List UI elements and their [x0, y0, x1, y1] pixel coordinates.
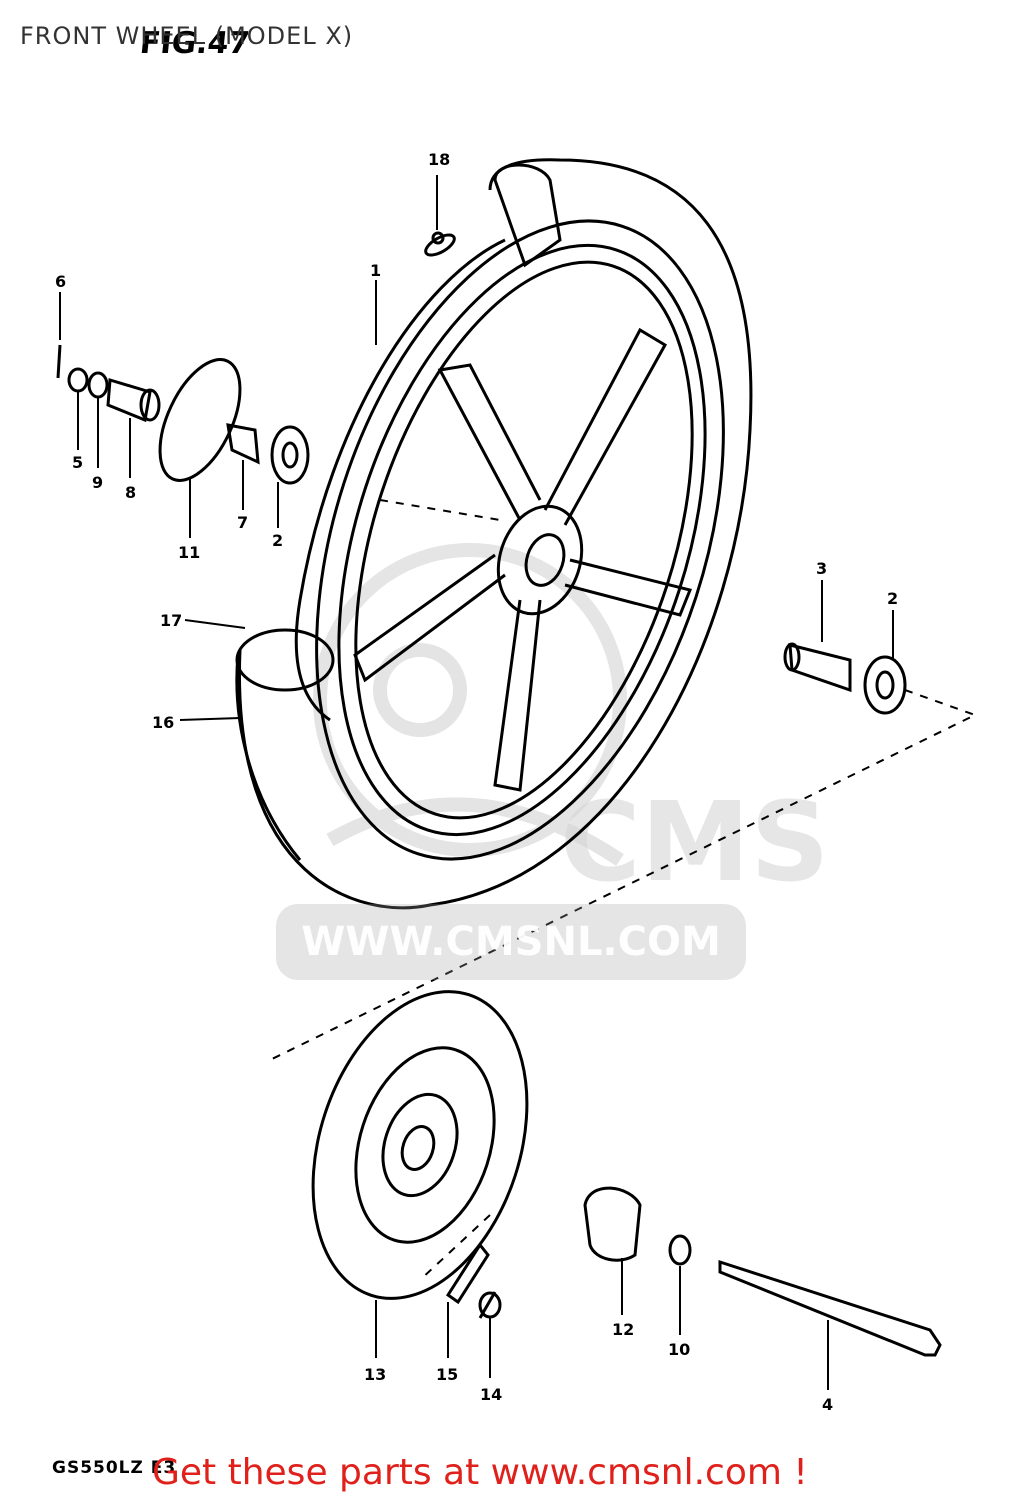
nut-5 — [67, 367, 89, 393]
assembly-lines — [269, 499, 978, 1281]
lock-washer-15 — [445, 1242, 490, 1305]
callout-16: 16 — [152, 713, 174, 732]
page-title: FRONT WHEEL (MODEL X) — [20, 22, 354, 50]
spacer-3 — [788, 643, 852, 693]
callout-5: 5 — [72, 453, 83, 472]
bolt-head-14 — [478, 1291, 502, 1319]
front-wheel-assembly — [235, 158, 753, 910]
wheel-hub — [496, 504, 584, 616]
callout-11: 11 — [178, 543, 200, 562]
callout-2-right: 2 — [887, 589, 898, 608]
bearing-2-left — [270, 425, 310, 485]
promo-link[interactable]: Get these parts at www.cmsnl.com ! — [152, 1452, 808, 1493]
left-hub-parts — [56, 344, 310, 485]
cotter-pin — [56, 344, 62, 379]
callout-numbers: 18 1 6 5 9 8 11 7 2 3 2 17 16 13 15 14 1… — [55, 150, 898, 1414]
washer-9 — [87, 371, 109, 399]
wheel-spokes — [353, 327, 693, 792]
callout-10: 10 — [668, 1340, 690, 1359]
callout-1: 1 — [370, 261, 381, 280]
right-hub-parts — [783, 642, 907, 715]
callout-13: 13 — [364, 1365, 386, 1384]
callout-3: 3 — [816, 559, 827, 578]
tyre-valve — [424, 231, 456, 257]
tyre-outline — [238, 158, 753, 910]
disc-fasteners — [445, 1242, 502, 1319]
bearing-2-right — [863, 655, 907, 715]
washer-10 — [668, 1234, 692, 1266]
spacer-7 — [226, 423, 260, 465]
callout-8: 8 — [125, 483, 136, 502]
axle-nut-cover-12 — [583, 1186, 642, 1262]
model-code: GS550LZ E3 — [52, 1458, 177, 1478]
callout-7: 7 — [237, 513, 248, 532]
callout-4: 4 — [822, 1395, 833, 1414]
axle-4 — [718, 1259, 942, 1357]
callout-12: 12 — [612, 1320, 634, 1339]
watermark-brand: CMS — [560, 778, 829, 906]
axle-parts — [583, 1186, 942, 1357]
callout-6: 6 — [55, 272, 66, 291]
callout-15: 15 — [436, 1365, 458, 1384]
leader-lines — [59, 175, 894, 1390]
callout-9: 9 — [92, 473, 103, 492]
watermark-url: WWW.CMSNL.COM — [276, 904, 746, 980]
callout-2-left: 2 — [272, 531, 283, 550]
speedometer-gearbox-11 — [158, 358, 242, 482]
callout-18: 18 — [428, 150, 450, 169]
callout-17: 17 — [160, 611, 182, 630]
callout-14: 14 — [480, 1385, 502, 1404]
spacer-8 — [106, 378, 152, 423]
brake-disc — [311, 990, 529, 1300]
